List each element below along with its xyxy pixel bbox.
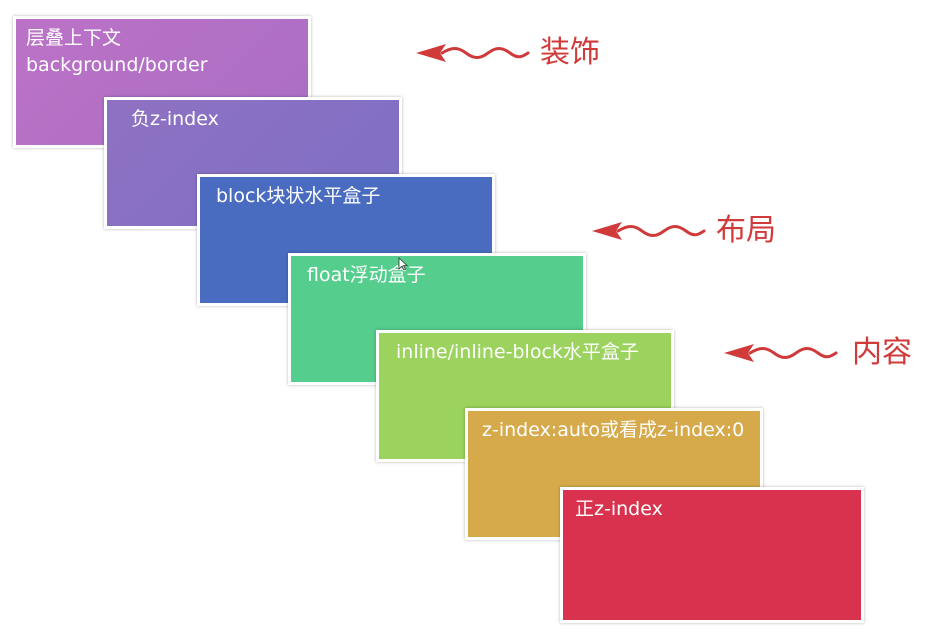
wavy-arrow-icon [724,344,838,362]
layer-label: 负z-index [131,108,219,130]
layer-label: block块状水平盒子 [216,185,381,207]
layer-label: inline/inline-block水平盒子 [396,341,639,363]
annotation-layout: 布局 [716,213,776,248]
annotation-content: 内容 [852,335,912,370]
mouse-cursor-icon [398,257,408,271]
layer-label: z-index:auto或看成z-index:0 [482,419,745,441]
wavy-arrow-icon [592,222,706,240]
layer-positive-z-index: 正z-index [560,487,864,623]
annotation-decoration: 装饰 [540,35,600,70]
layer-label-line2: background/border [26,54,208,76]
layer-label-line1: 层叠上下文 [26,27,122,49]
layer-label: 正z-index [575,498,663,520]
wavy-arrow-icon [416,44,530,62]
layer-label: float浮动盒子 [307,264,426,286]
layer-negative-z-index: 负z-index [104,97,402,229]
